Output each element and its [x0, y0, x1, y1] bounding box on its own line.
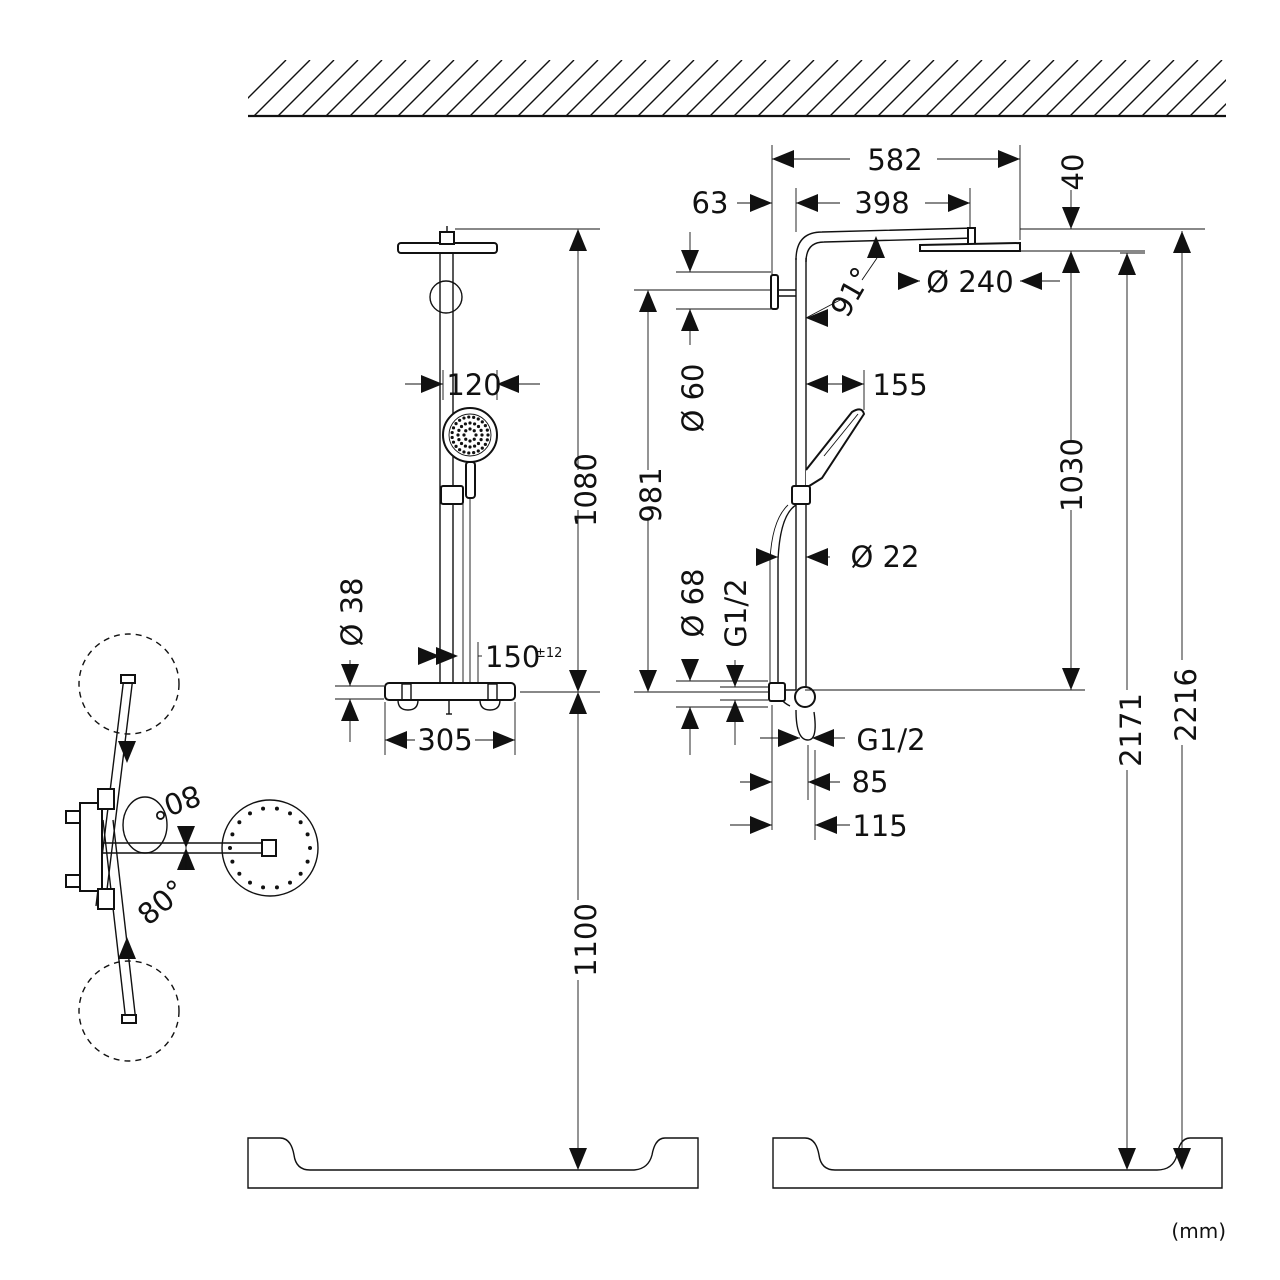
dim-115-label: 115: [852, 809, 907, 843]
dimension-arrow: [772, 150, 794, 168]
dimension-arrow: [493, 731, 515, 749]
dimension-labels: 1080 120 Ø 38 150 ±12 305 1100 582 63 39…: [131, 143, 1226, 1243]
dimension-arrow: [681, 659, 699, 681]
dimension-arrow: [421, 375, 443, 393]
dim-d22-label: Ø 22: [851, 540, 920, 574]
dimension-arrow: [118, 741, 136, 763]
top-view: [65, 633, 319, 1062]
dim-150-label: 150: [485, 640, 540, 674]
dimension-arrow: [639, 670, 657, 692]
dimension-arrow: [385, 731, 407, 749]
dim-g12-bottom-label: G1/2: [856, 723, 925, 757]
dimension-arrow: [418, 647, 440, 665]
dim-2171-label: 2171: [1114, 693, 1148, 767]
dimension-arrow: [778, 729, 800, 747]
dimension-lines: [118, 145, 1205, 1170]
dimension-arrow: [569, 229, 587, 251]
dim-d38-label: Ø 38: [335, 578, 369, 647]
dimension-arrow: [1173, 1148, 1191, 1170]
dimension-arrow: [1062, 207, 1080, 229]
dim-d60-label: Ø 60: [676, 364, 710, 433]
dim-981-label: 981: [634, 467, 668, 522]
dim-91-angle-label: 91°: [824, 261, 879, 323]
dimension-arrow: [726, 665, 744, 687]
dim-398-label: 398: [854, 186, 909, 220]
dimension-arrow: [806, 375, 828, 393]
dimension-arrow: [1118, 1148, 1136, 1170]
dim-155-label: 155: [872, 368, 927, 402]
dim-120-label: 120: [446, 368, 501, 402]
dimension-arrow: [569, 1148, 587, 1170]
floor-tub-left: [247, 1137, 699, 1189]
angle-lower-label: 80°: [131, 873, 192, 932]
dim-40-label: 40: [1056, 154, 1090, 191]
floor-tub-right: [772, 1137, 1223, 1189]
dim-150-tolerance-label: ±12: [535, 646, 562, 661]
dimension-arrow: [806, 548, 828, 566]
ceiling-hatch: [248, 60, 1226, 118]
dimension-arrow: [750, 194, 772, 212]
dimension-arrow: [948, 194, 970, 212]
dim-2216-label: 2216: [1169, 668, 1203, 742]
dimension-arrow: [750, 773, 772, 791]
dimension-arrow: [341, 699, 359, 721]
dim-582-label: 582: [867, 143, 922, 177]
dimension-arrow: [756, 548, 778, 566]
dimension-arrow: [998, 150, 1020, 168]
dimension-arrow: [681, 309, 699, 331]
angle-upper-label: 80°: [145, 778, 205, 828]
front-view-shower: [384, 226, 516, 715]
dim-g12-top-label: G1/2: [719, 578, 753, 647]
dimension-arrow: [569, 670, 587, 692]
dim-1100-label: 1100: [569, 903, 603, 977]
dimension-arrow: [808, 773, 830, 791]
dimension-arrow: [812, 729, 834, 747]
dim-d240-label: Ø 240: [926, 265, 1013, 299]
dimension-arrow: [569, 692, 587, 714]
dimension-arrow: [1173, 231, 1191, 253]
dimension-arrow: [118, 937, 136, 959]
side-view-shower: [768, 227, 1021, 741]
dimension-arrow: [497, 375, 519, 393]
dim-1030-label: 1030: [1055, 438, 1089, 512]
dim-1080-label: 1080: [569, 453, 603, 527]
dimension-arrow: [436, 647, 458, 665]
dimension-arrow: [341, 664, 359, 686]
dimension-arrow: [898, 272, 920, 290]
dim-305-label: 305: [417, 723, 472, 757]
dimension-arrow: [806, 309, 828, 327]
dimension-arrow: [1020, 272, 1042, 290]
dimension-arrow: [681, 250, 699, 272]
dimension-arrow: [639, 290, 657, 312]
dimension-arrow: [726, 700, 744, 722]
dim-d68-label: Ø 68: [676, 569, 710, 638]
dimension-arrow: [1118, 253, 1136, 275]
dim-63-label: 63: [692, 186, 729, 220]
dimension-arrow: [750, 816, 772, 834]
dimension-arrow: [815, 816, 837, 834]
units-label: (mm): [1171, 1219, 1226, 1243]
dimension-arrow: [867, 236, 885, 258]
dim-85-label: 85: [852, 765, 889, 799]
dimension-arrow: [681, 707, 699, 729]
dimension-arrow: [1062, 668, 1080, 690]
